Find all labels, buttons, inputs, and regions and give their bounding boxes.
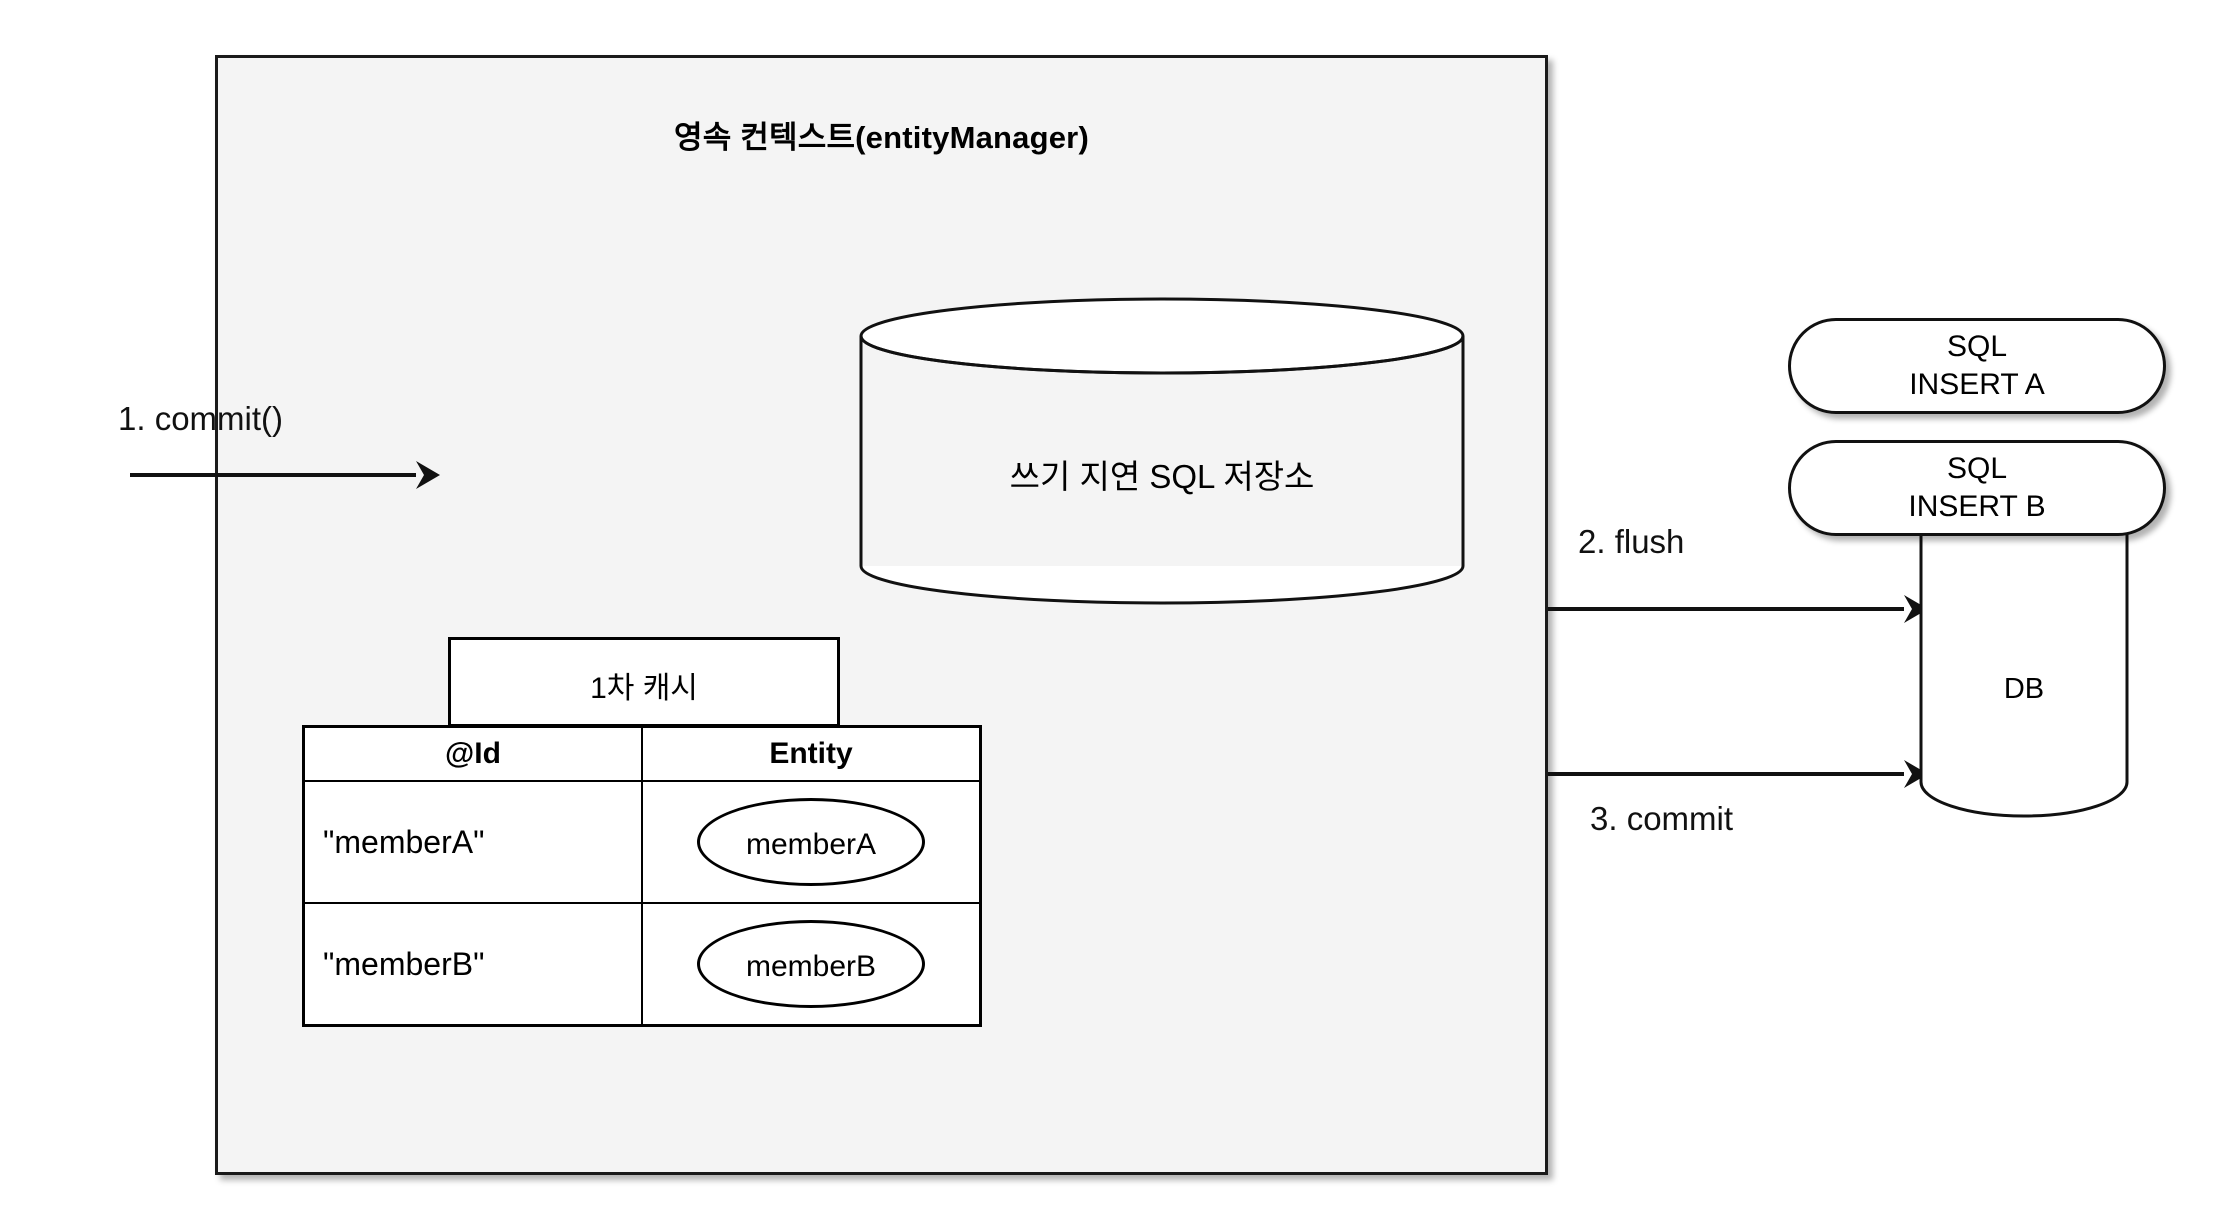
sql-insert-a-line1: SQL — [1946, 329, 2008, 363]
sql-insert-b-box: SQL INSERT B — [1788, 440, 2166, 536]
first-level-cache-tab — [448, 637, 840, 727]
cell-id: "memberA" — [302, 780, 643, 904]
commit-db-arrow — [1548, 754, 1928, 794]
first-level-cache-tab-label: 1차 캐시 — [590, 672, 698, 705]
cell-entity: memberA — [641, 780, 982, 904]
database-label: DB — [2003, 673, 2045, 705]
sql-insert-a-line2: INSERT A — [1909, 368, 2045, 401]
cache-key-text: "memberB" — [323, 945, 485, 982]
flow-label-commit-db: 3. commit — [1590, 800, 1734, 837]
database-cylinder — [1918, 520, 2130, 820]
commit-arrow — [130, 455, 440, 495]
flush-arrow — [1548, 589, 1928, 629]
flow-label-commit: 1. commit() — [118, 400, 283, 437]
sql-insert-b-line1: SQL — [1946, 451, 2008, 485]
table-row: "memberB" memberB — [302, 902, 982, 1027]
column-header-id: @Id — [302, 725, 643, 782]
entity-ellipse: memberB — [697, 920, 925, 1008]
table-header-row: @Id Entity — [302, 725, 982, 782]
write-behind-sql-store-cylinder — [858, 296, 1466, 606]
cache-key-text: "memberA" — [323, 823, 485, 860]
sql-insert-b-line2: INSERT B — [1908, 490, 2046, 523]
flow-label-flush: 2. flush — [1578, 523, 1685, 560]
first-level-cache-table: @Id Entity "memberA" memberA "memberB" m… — [302, 725, 982, 1027]
table-row: "memberA" memberA — [302, 780, 982, 904]
cell-id: "memberB" — [302, 902, 643, 1027]
write-behind-sql-store-label: 쓰기 지연 SQL 저장소 — [1009, 458, 1315, 495]
column-header-entity: Entity — [641, 725, 982, 782]
entity-ellipse: memberA — [697, 798, 925, 886]
persistence-context-title: 영속 컨텍스트(entityManager) — [674, 120, 1089, 155]
sql-insert-a-box: SQL INSERT A — [1788, 318, 2166, 414]
cell-entity: memberB — [641, 902, 982, 1027]
